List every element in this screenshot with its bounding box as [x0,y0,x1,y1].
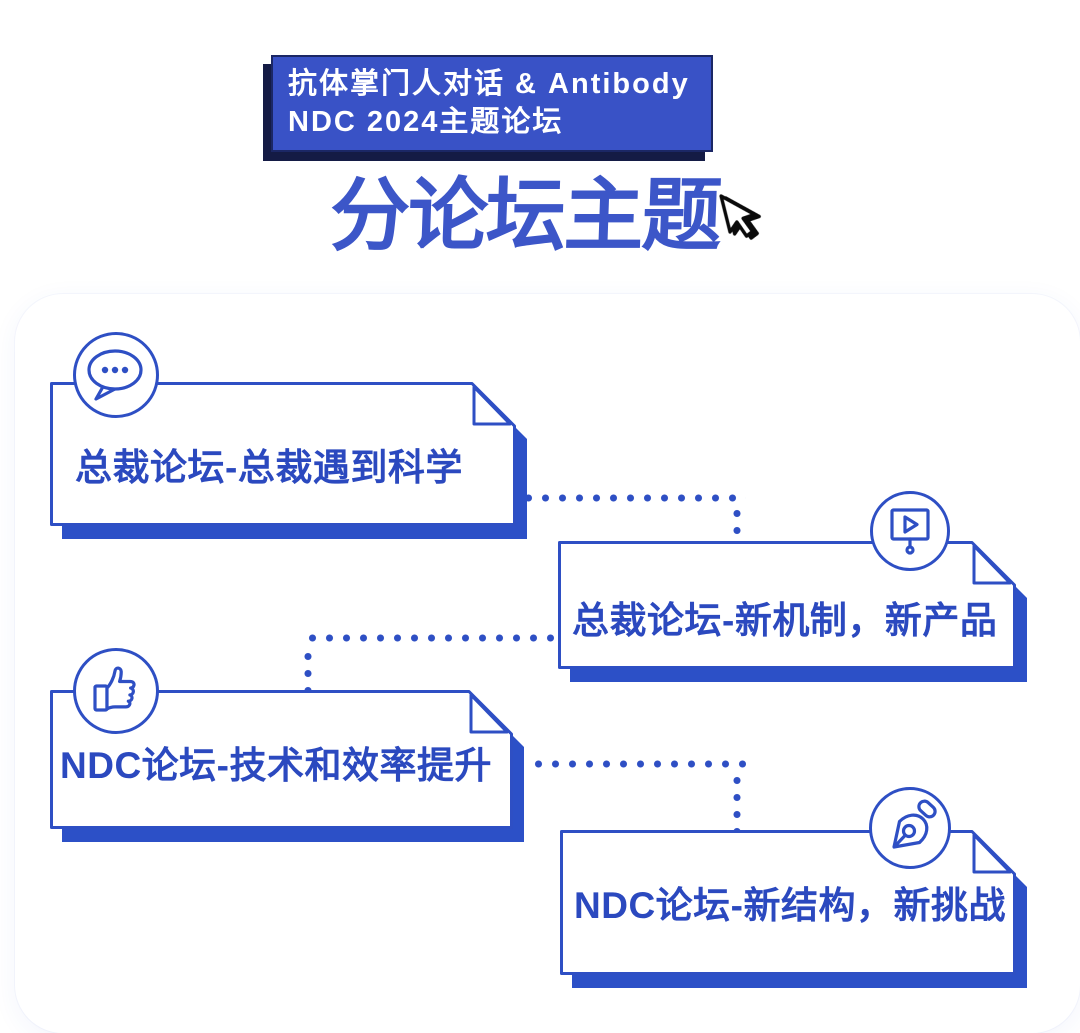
topic-label-4: NDC论坛-新结构，新挑战 [574,885,1006,926]
topic-card-1: 总裁论坛-总裁遇到科学 [50,382,532,542]
presentation-play-icon [869,490,951,577]
topic-card-4: NDC论坛-新结构，新挑战 [560,830,1032,991]
header-line-1: 抗体掌门人对话 & Antibody [288,68,690,100]
topic-label-1: 总裁论坛-总裁遇到科学 [75,447,463,488]
connector-2-horizontal [304,634,558,642]
topic-label-3: NDC论坛-技术和效率提升 [60,745,492,786]
connector-3-vertical [733,772,741,830]
connector-2-vertical [304,648,312,690]
connector-1-vertical [733,505,741,541]
header-line-2: NDC 2024主题论坛 [288,106,564,138]
thumbs-up-icon [72,647,160,740]
topic-card-2: 总裁论坛-新机制，新产品 [558,541,1032,685]
connector-1-horizontal [520,494,746,502]
page-title: 分论坛主题 [328,171,722,260]
pen-nib-icon [868,786,952,875]
topic-label-2: 总裁论坛-新机制，新产品 [572,600,998,641]
topic-card-3: NDC论坛-技术和效率提升 [50,690,529,845]
speech-bubble-icon [72,331,160,424]
mouse-cursor-icon [714,188,770,244]
header-badge: 抗体掌门人对话 & Antibody NDC 2024主题论坛 [271,55,713,152]
connector-3-horizontal [530,760,746,768]
